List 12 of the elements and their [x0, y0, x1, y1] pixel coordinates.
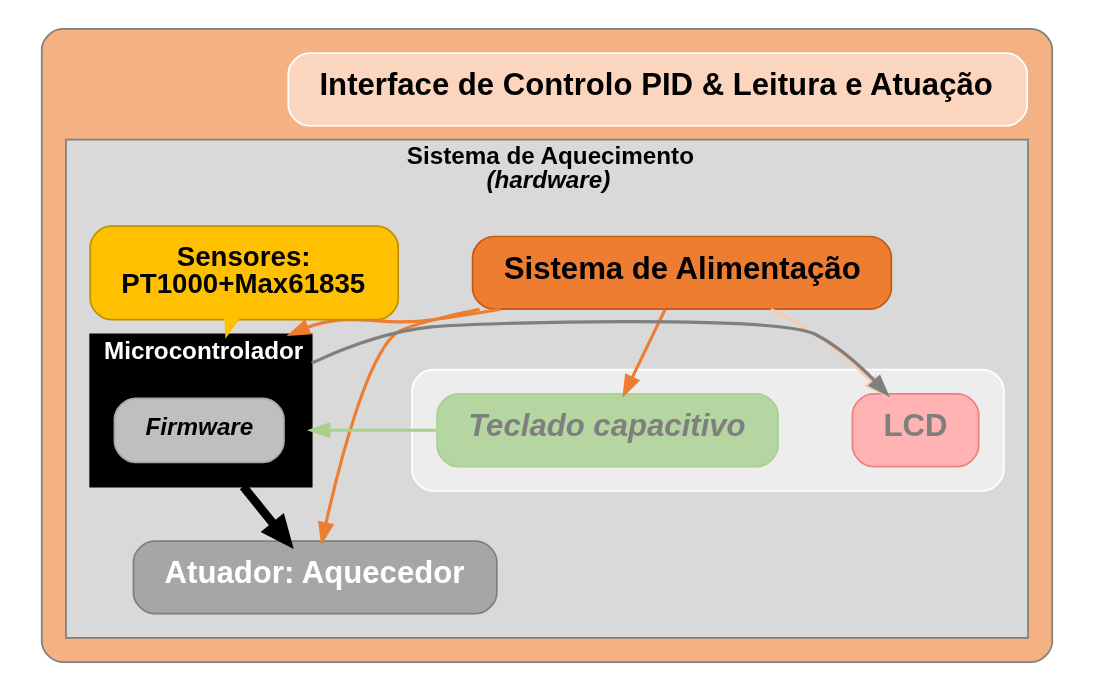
cluster: [40, 28, 1053, 663]
cluster: [410, 368, 1005, 492]
arrow: [286, 307, 501, 337]
arrow: [306, 422, 437, 439]
arrow: [621, 308, 666, 398]
node-box: Atuador: Aquecedor: [132, 540, 498, 615]
node-box: Interface de Controlo PID & Leitura e Atuação: [286, 52, 1028, 127]
node-box: Firmware: [113, 397, 285, 464]
node-box: Sistema de Alimentação: [471, 235, 892, 311]
arrow: [317, 307, 480, 546]
node-box: Teclado capacitivo: [435, 393, 779, 468]
node-box: LCD: [851, 393, 980, 468]
